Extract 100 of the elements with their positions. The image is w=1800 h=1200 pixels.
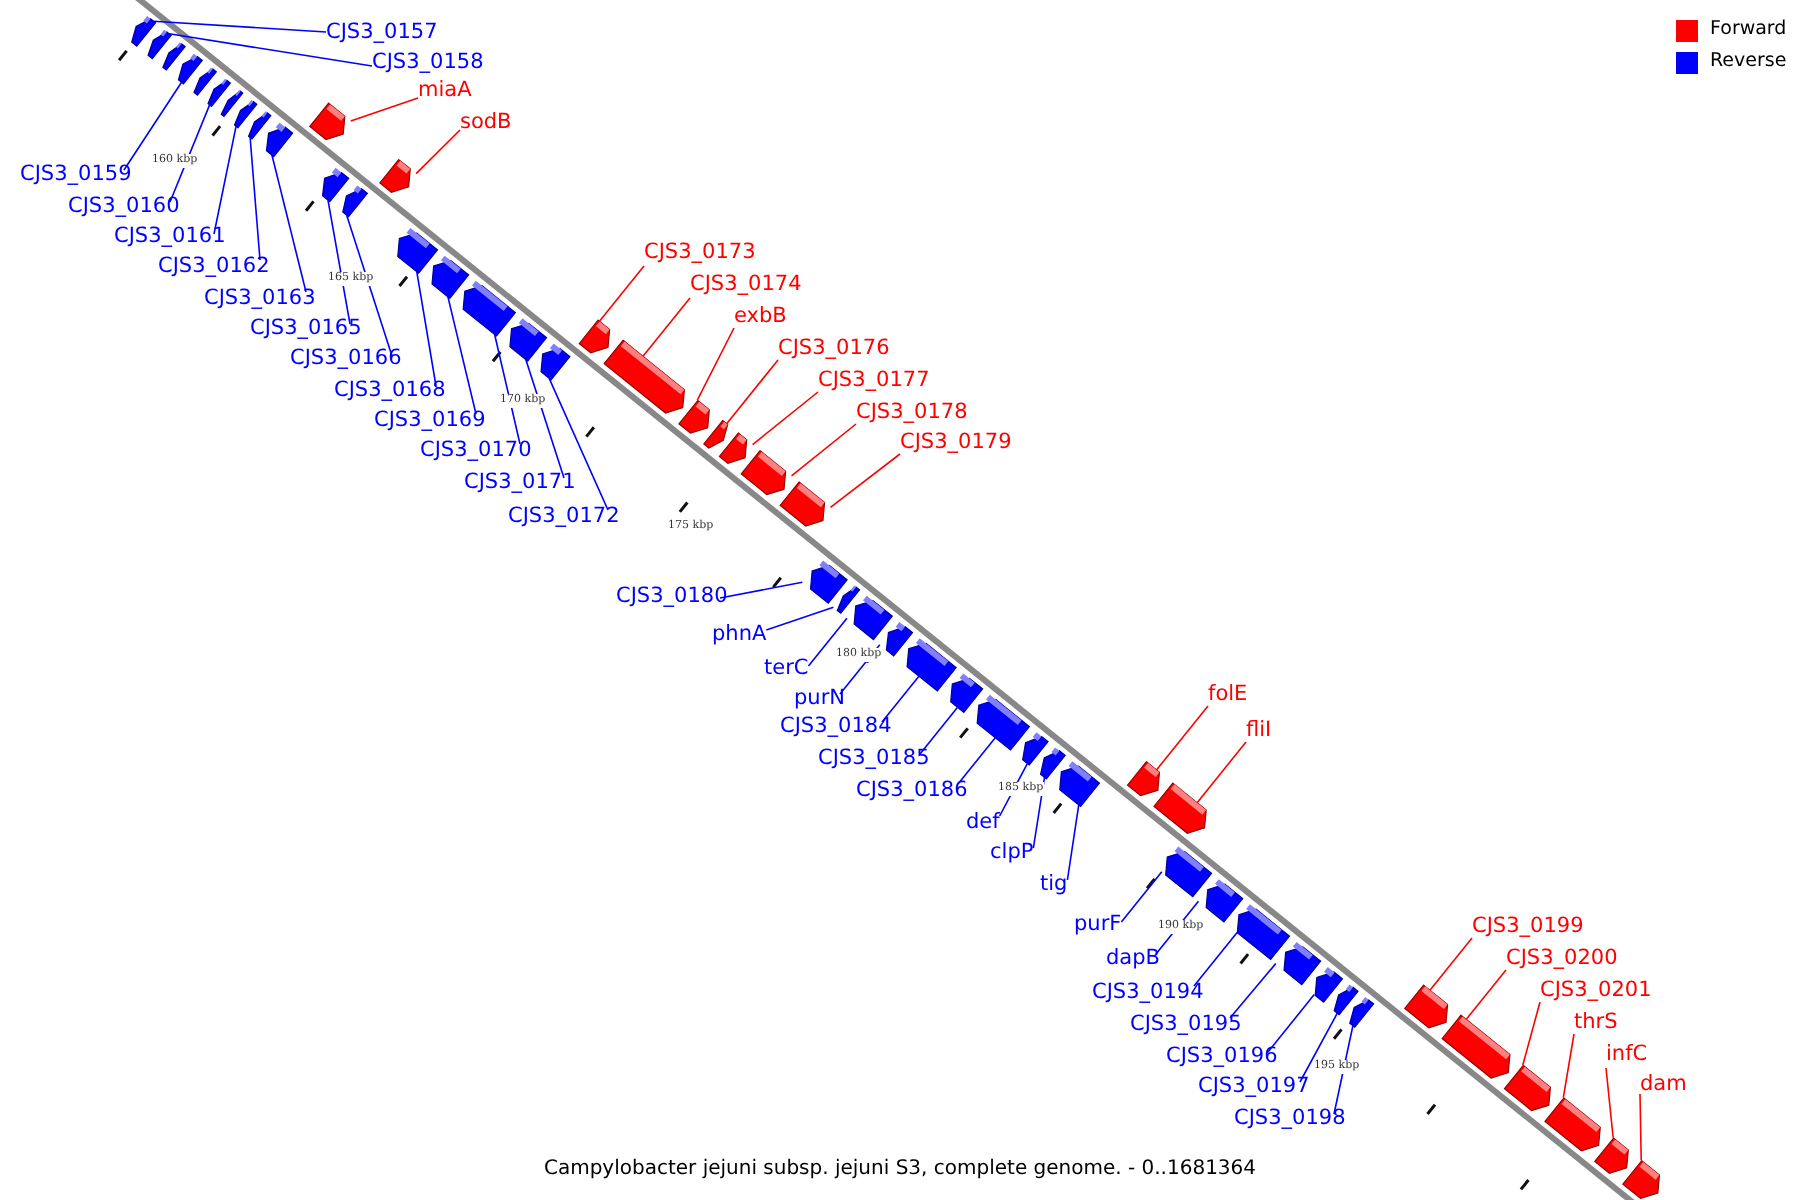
gene-block xyxy=(193,67,218,96)
gene-label: CJS3_0201 xyxy=(1540,978,1652,1004)
gene-block xyxy=(308,102,346,141)
leader-line xyxy=(1193,931,1238,987)
leader-line xyxy=(719,581,804,599)
gene-label: CJS3_0194 xyxy=(1092,980,1204,1006)
leader-line xyxy=(1267,993,1316,1053)
leader-line xyxy=(1066,804,1080,881)
gene-label: folE xyxy=(1208,682,1248,708)
leader-line xyxy=(1465,969,1507,1021)
leader-line xyxy=(807,617,848,667)
gene-block xyxy=(885,621,914,657)
gene-label: CJS3_0186 xyxy=(856,778,968,804)
gene-block xyxy=(1314,967,1344,1003)
leader-line xyxy=(415,270,437,387)
gene-label: CJS3_0171 xyxy=(464,470,576,496)
gene-label: CJS3_0184 xyxy=(780,714,892,740)
leader-line xyxy=(271,154,307,293)
gene-label: CJS3_0160 xyxy=(68,194,180,220)
gene-block xyxy=(1349,997,1375,1029)
gene-label: CJS3_0179 xyxy=(900,430,1012,456)
gene-block xyxy=(603,339,685,414)
gene-label: CJS3_0172 xyxy=(508,504,620,530)
leader-line xyxy=(790,423,857,477)
leader-line xyxy=(1229,962,1277,1019)
gene-block xyxy=(1126,760,1161,797)
gene-block xyxy=(265,122,294,158)
leader-line xyxy=(327,199,351,325)
gene-block xyxy=(397,228,439,275)
gene-label: infC xyxy=(1606,1042,1648,1068)
gene-block xyxy=(1039,747,1066,780)
gene-block xyxy=(131,16,157,47)
gene-block xyxy=(1441,1014,1511,1079)
gene-label: sodB xyxy=(460,110,512,136)
gene-label: CJS3_0158 xyxy=(372,50,484,76)
gene-block xyxy=(207,78,232,108)
gene-block xyxy=(1544,1097,1601,1152)
gene-label: CJS3_0197 xyxy=(1198,1074,1310,1100)
gene-label: CJS3_0180 xyxy=(616,584,728,610)
gene-label: CJS3_0168 xyxy=(334,378,446,404)
leader-line xyxy=(765,606,835,631)
gene-block xyxy=(1059,761,1101,808)
leader-line xyxy=(1522,1001,1541,1066)
gene-label: dam xyxy=(1640,1072,1687,1098)
gene-block xyxy=(177,53,204,85)
legend-label: Reverse xyxy=(1710,50,1787,74)
leader-line xyxy=(152,20,327,33)
leader-line xyxy=(1429,937,1473,991)
gene-block xyxy=(509,318,548,362)
gene-block xyxy=(976,694,1031,751)
gene-block xyxy=(1205,879,1244,923)
leader-line xyxy=(249,136,261,261)
gene-block xyxy=(1503,1064,1552,1112)
leader-line xyxy=(725,359,779,425)
gene-label: CJS3_0174 xyxy=(690,272,802,298)
leader-line xyxy=(1605,1067,1614,1139)
gene-label: CJS3_0157 xyxy=(326,20,438,46)
leader-line xyxy=(696,327,735,401)
gene-block xyxy=(678,399,710,434)
gene-block xyxy=(740,449,787,496)
gene-block xyxy=(1165,846,1213,898)
leader-line xyxy=(123,81,183,171)
gene-label: tig xyxy=(1040,872,1068,898)
gene-block xyxy=(220,90,244,118)
leader-line xyxy=(345,214,393,357)
gene-block xyxy=(540,343,571,381)
gene-block xyxy=(578,319,611,354)
gene-block xyxy=(718,432,748,464)
leader-line xyxy=(881,675,920,723)
gene-label: clpP xyxy=(990,840,1034,866)
gene-label: CJS3_0177 xyxy=(818,368,930,394)
gene-label: CJS3_0178 xyxy=(856,400,968,426)
leader-line xyxy=(168,33,373,67)
gene-block xyxy=(1153,782,1207,834)
gene-block xyxy=(1593,1137,1629,1174)
caption: Campylobacter jejuni subsp. jejuni S3, complete genome. - 0..1681364 xyxy=(541,1158,1259,1180)
leader-line xyxy=(548,377,609,511)
gene-block xyxy=(1236,904,1291,961)
gene-block xyxy=(321,167,350,203)
gene-label: def xyxy=(966,810,1000,836)
gene-label: CJS3_0165 xyxy=(250,316,362,342)
leader-line xyxy=(1639,1093,1642,1162)
leader-line xyxy=(829,453,901,509)
leader-line xyxy=(957,736,997,785)
gene-block xyxy=(462,280,517,337)
gene-label: phnA xyxy=(712,622,767,648)
leader-line xyxy=(349,97,419,122)
gene-label: CJS3_0196 xyxy=(1166,1044,1278,1070)
leader-line xyxy=(642,297,691,358)
gene-label: exbB xyxy=(734,304,787,330)
gene-label: CJS3_0162 xyxy=(158,254,270,280)
leader-line xyxy=(1333,1024,1354,1115)
leader-line xyxy=(1155,900,1200,955)
leader-line xyxy=(1155,705,1209,771)
gene-block xyxy=(247,111,272,140)
gene-block xyxy=(1403,984,1449,1029)
gene-label: purF xyxy=(1074,912,1122,938)
gene-label: thrS xyxy=(1574,1010,1618,1036)
leader-line xyxy=(1299,1012,1339,1083)
gene-block xyxy=(147,29,172,60)
